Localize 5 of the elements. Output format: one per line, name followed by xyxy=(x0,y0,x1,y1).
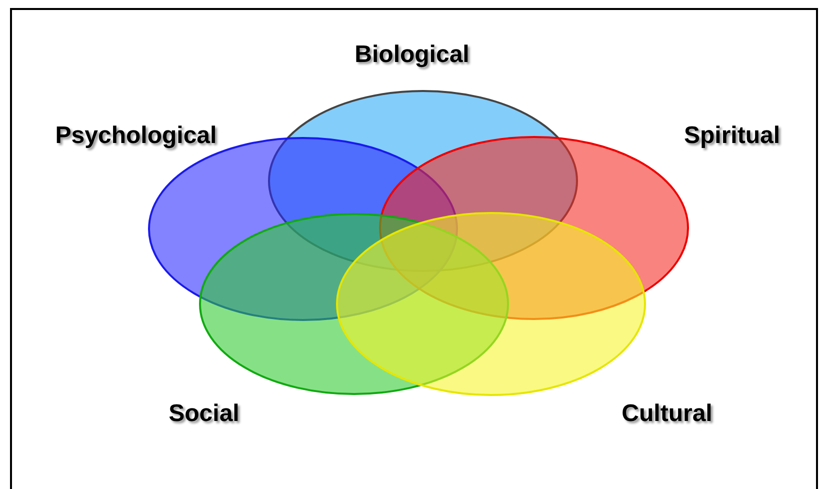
circle-label: Biological xyxy=(354,41,470,69)
circle-label: Spiritual xyxy=(684,122,780,150)
circle-label: Psychological xyxy=(55,122,217,150)
circle-label: Cultural xyxy=(622,400,712,428)
circle-label: Social xyxy=(168,400,240,428)
